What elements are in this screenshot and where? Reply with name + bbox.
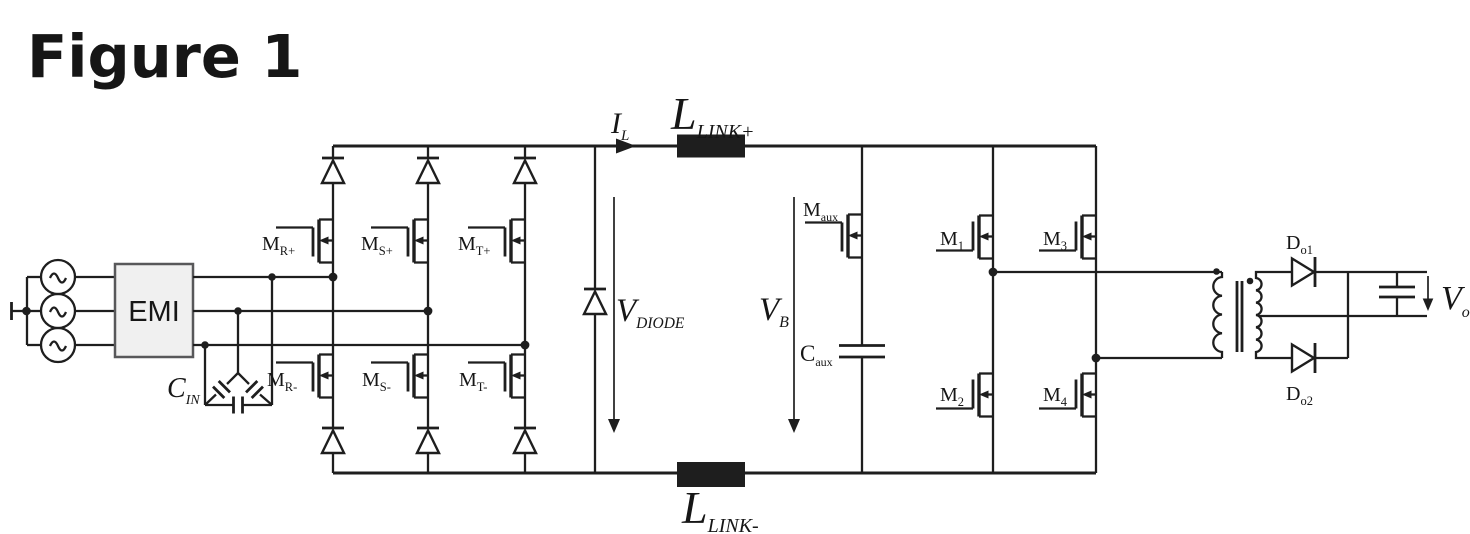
- cin-label: CIN: [167, 373, 200, 408]
- output-capacitor: [1379, 272, 1415, 316]
- diode-bottom-s: [415, 426, 441, 455]
- diode-top-t: [512, 156, 538, 185]
- freewheel-diode-branch: [582, 146, 608, 473]
- diode-top-s: [415, 156, 441, 185]
- cin-cap-right: [245, 380, 264, 399]
- fullbridge-leg-left: [934, 146, 998, 473]
- rectifier-leg-s: [369, 146, 441, 473]
- output-rectifier: [1290, 255, 1434, 375]
- mr-minus-label: MR-: [267, 369, 297, 394]
- do1-label: Do1: [1286, 232, 1313, 257]
- ac-source-r: [39, 258, 77, 296]
- aux-branch: [803, 146, 885, 473]
- ms-minus-label: MS-: [362, 369, 391, 394]
- v-out-label: Vo: [1441, 280, 1470, 321]
- secondary-polarity-dot: [1246, 277, 1254, 285]
- freewheel-diode: [582, 287, 608, 316]
- v-diode-arrow: [608, 197, 620, 433]
- caux-capacitor: [839, 344, 885, 359]
- diode-bottom-t: [512, 426, 538, 455]
- cin-cap-left: [212, 380, 231, 399]
- mt-minus-label: MT-: [459, 369, 487, 394]
- l-link-minus-inductor: [677, 462, 745, 487]
- v-out-arrow: [1422, 276, 1434, 311]
- dc-link-rails: [333, 144, 1096, 475]
- diode-do2: [1290, 341, 1317, 375]
- il-label: IL: [610, 107, 629, 144]
- diode-do1: [1290, 255, 1317, 289]
- maux-label: Maux: [803, 199, 838, 224]
- m3-label: M3: [1043, 228, 1067, 253]
- emi-label: EMI: [128, 296, 180, 328]
- m1-label: M1: [940, 228, 964, 253]
- l-link-minus-label: LLINK-: [681, 482, 759, 534]
- junction-dot: [22, 306, 31, 316]
- input-source-bank: [10, 258, 115, 364]
- link-inductors: [616, 134, 745, 487]
- cin-capacitor-delta: CIN: [167, 277, 274, 414]
- ac-source-t: [39, 326, 77, 364]
- cin-cap-bottom: [232, 396, 244, 414]
- figure-title: Figure 1: [27, 22, 302, 91]
- diode-top-r: [320, 156, 346, 185]
- v-diode-label: VDIODE: [616, 293, 685, 332]
- primary-polarity-dot: [1213, 268, 1220, 275]
- l-link-plus-inductor: [677, 134, 745, 158]
- transformer: [1212, 268, 1427, 360]
- caux-label: Caux: [800, 341, 833, 369]
- mt-plus-label: MT+: [458, 233, 490, 258]
- transformer-core: [1235, 281, 1244, 352]
- ms-plus-label: MS+: [361, 233, 393, 258]
- transformer-primary-coil: [1212, 272, 1224, 358]
- l-link-plus-label: LLINK+: [670, 88, 755, 143]
- v-b-label: VB: [759, 292, 789, 331]
- phase-lines: [193, 272, 530, 350]
- il-current-arrow: [616, 138, 636, 154]
- mr-plus-label: MR+: [262, 233, 295, 258]
- transformer-secondary-coil: [1254, 270, 1292, 360]
- emi-filter-block: EMI: [113, 262, 195, 359]
- m2-label: M2: [940, 384, 964, 409]
- fullbridge-leg-right: [1037, 146, 1101, 473]
- diode-bottom-r: [320, 426, 346, 455]
- do2-label: Do2: [1286, 383, 1313, 408]
- v-b-arrow: [788, 197, 800, 433]
- rectifier-leg-t: [466, 146, 538, 473]
- m4-label: M4: [1043, 384, 1068, 409]
- rectifier-leg-r: [274, 146, 346, 473]
- bridge-output-wires: [993, 270, 1222, 360]
- ac-source-s: [39, 292, 77, 330]
